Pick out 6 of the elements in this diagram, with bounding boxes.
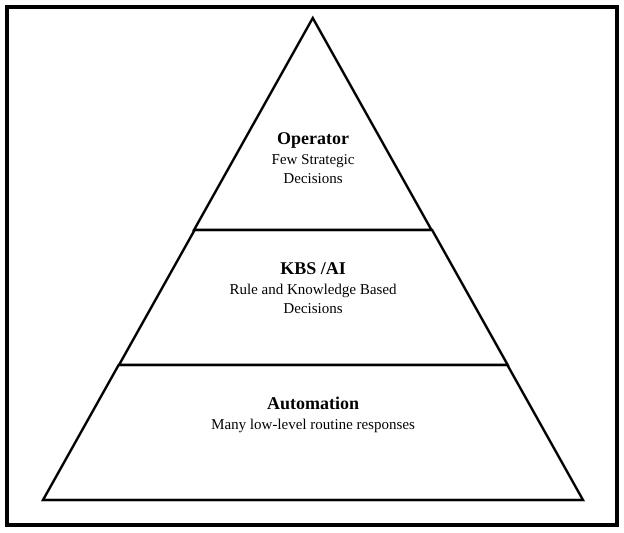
tier-heading: Operator — [276, 128, 350, 149]
tier-description: Many low-level routine responses — [210, 416, 416, 435]
tier-heading: Automation — [266, 393, 360, 414]
tier-description: Rule and Knowledge Based Decisions — [228, 281, 398, 319]
tier-description: Few Strategic Decisions — [270, 151, 356, 189]
tier-heading: KBS /AI — [279, 258, 347, 279]
